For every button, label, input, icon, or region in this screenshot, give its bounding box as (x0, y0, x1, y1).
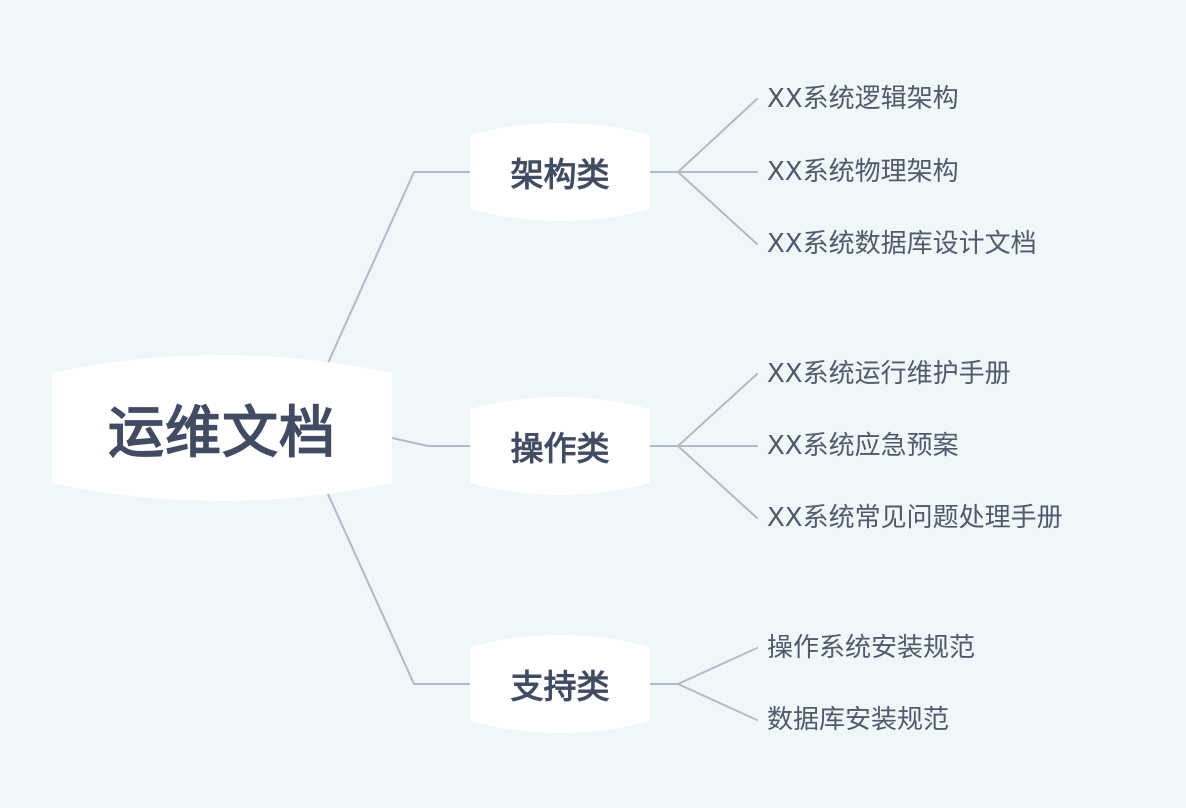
connector-branch-2-leaf-0 (649, 647, 758, 685)
leaf-node-physical-architecture[interactable]: XX系统物理架构 (767, 157, 959, 187)
connector-branch-1-leaf-0 (649, 373, 758, 447)
connector-root-branch-0 (327, 171, 473, 364)
branch-1-node-shape (470, 397, 650, 495)
connector-branch-2-leaf-1 (677, 683, 758, 721)
branch-node-operations[interactable]: 操作类 (510, 429, 610, 468)
leaf-node-os-install-spec[interactable]: 操作系统安装规范 (767, 633, 976, 663)
leaf-node-operations-manual[interactable]: XX系统运行维护手册 (767, 359, 1011, 389)
leaf-node-faq-handbook[interactable]: XX系统常见问题处理手册 (767, 503, 1063, 533)
root-node-shape (52, 355, 392, 501)
leaf-node-database-design-doc[interactable]: XX系统数据库设计文档 (767, 229, 1037, 259)
connector-branch-1-leaf-2 (677, 445, 758, 519)
leaf-node-logical-architecture[interactable]: XX系统逻辑架构 (767, 84, 959, 114)
branch-node-architecture[interactable]: 架构类 (510, 155, 610, 194)
leaf-node-emergency-plan[interactable]: XX系统应急预案 (767, 431, 959, 461)
branch-node-support[interactable]: 支持类 (510, 667, 610, 706)
connector-root-branch-1 (391, 437, 473, 447)
leaf-node-db-install-spec[interactable]: 数据库安装规范 (767, 705, 950, 735)
branch-0-node-shape (470, 123, 650, 221)
connector-branch-0-leaf-2 (677, 171, 758, 245)
connector-branch-0-leaf-0 (649, 98, 758, 173)
root-node-label[interactable]: 运维文档 (108, 400, 336, 466)
connector-root-branch-2 (327, 493, 473, 685)
branch-2-node-shape (470, 635, 650, 733)
